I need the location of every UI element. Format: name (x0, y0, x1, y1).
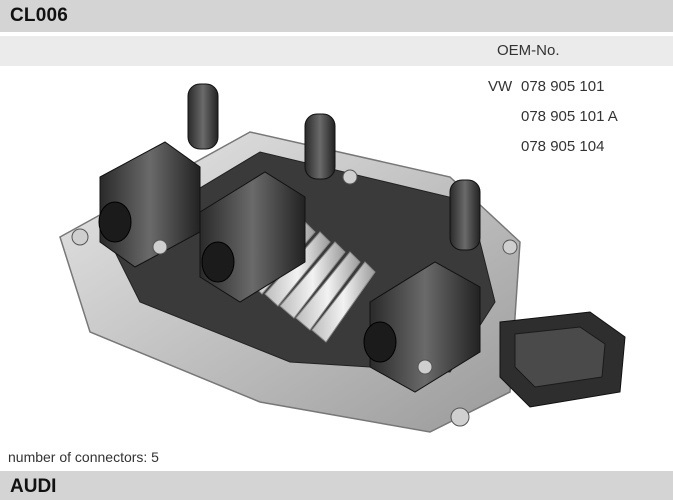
oem-number: 078 905 101 A (521, 108, 618, 125)
connector-count: number of connectors: 5 (8, 449, 159, 465)
brand-name: AUDI (10, 476, 57, 497)
product-code: CL006 (10, 5, 69, 26)
ignition-coil-photo (59, 83, 626, 433)
oem-header-bar (0, 36, 673, 66)
oem-number: 078 905 104 (521, 138, 605, 155)
oem-number: 078 905 101 (521, 78, 605, 95)
brand-bar (0, 471, 673, 500)
oem-label: OEM-No. (497, 42, 560, 59)
oem-make: VW (488, 78, 513, 95)
header-bar (0, 0, 673, 32)
